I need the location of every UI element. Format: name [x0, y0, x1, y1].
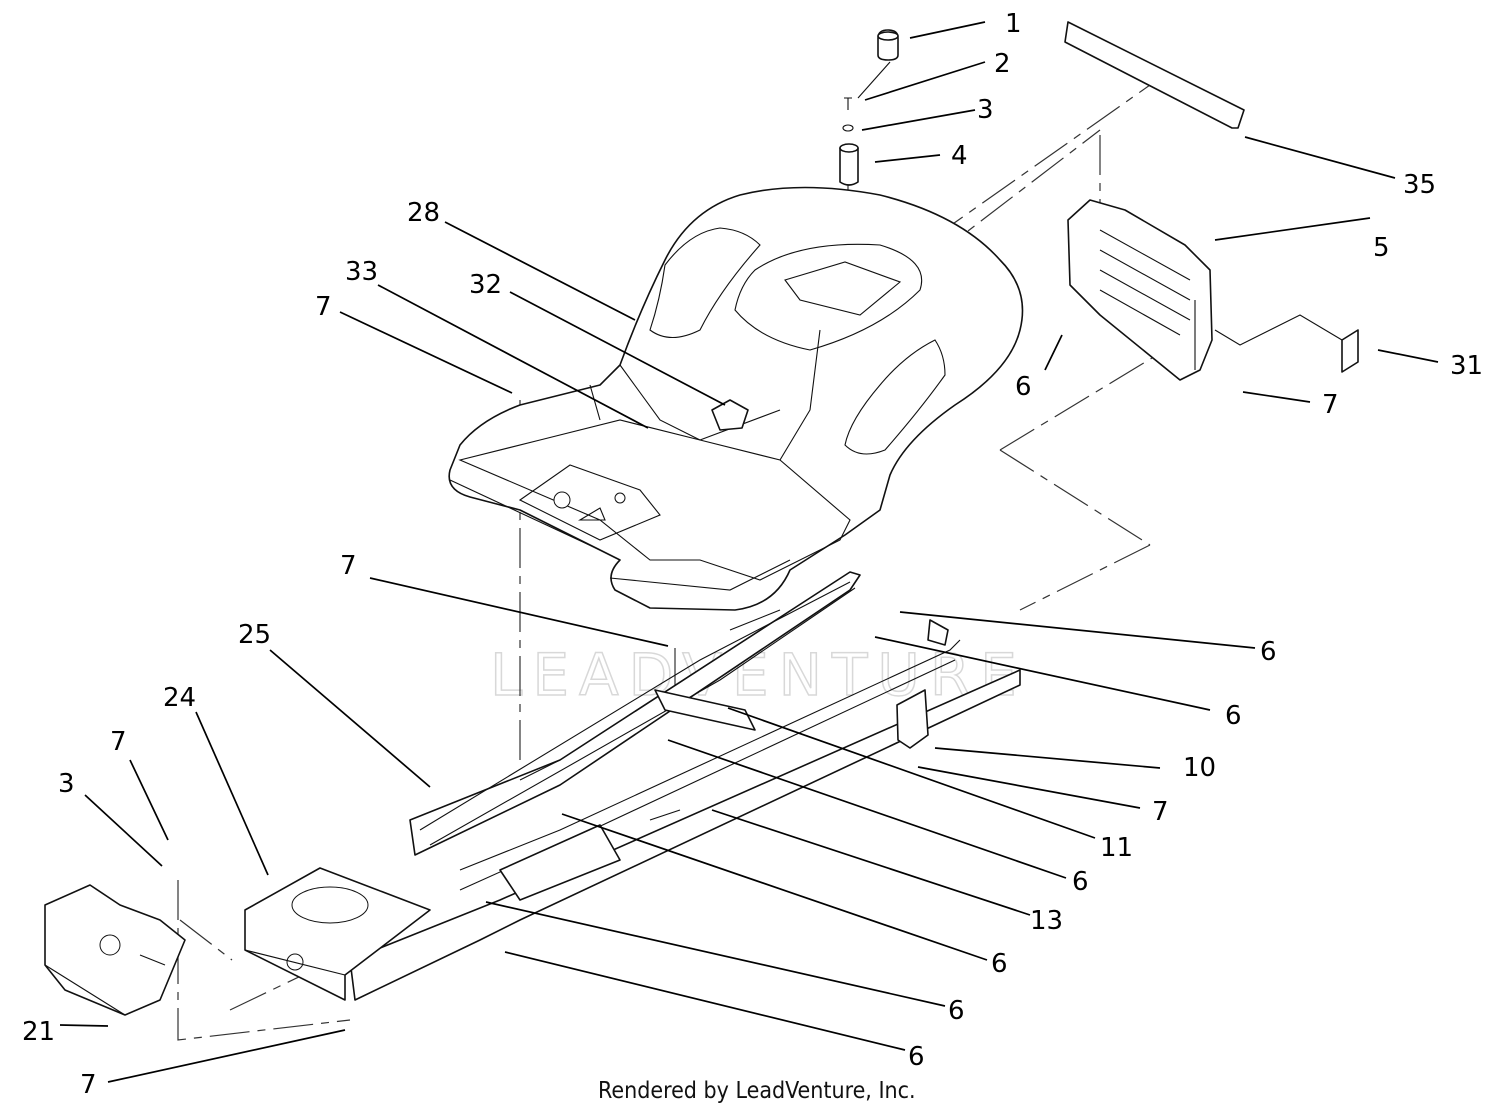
part-21: [44, 884, 186, 1016]
callout-5: 5: [1373, 233, 1390, 263]
callout-4: 4: [951, 141, 968, 171]
leader-lines: [59, 21, 1439, 1083]
callout-6: 6: [991, 949, 1008, 979]
callout-7: 7: [1152, 797, 1169, 827]
part-31-link: [1214, 314, 1343, 346]
callout-7: 7: [1322, 390, 1339, 420]
callout-21: 21: [22, 1017, 55, 1047]
callout-33: 33: [345, 257, 378, 287]
callout-6: 6: [1015, 372, 1032, 402]
part-24: [244, 867, 431, 1001]
parts-1-4: [839, 29, 899, 186]
callout-6: 6: [948, 996, 965, 1026]
callout-3: 3: [977, 95, 994, 125]
callout-31: 31: [1450, 351, 1483, 381]
credit-line: Rendered by LeadVenture, Inc.: [598, 1078, 916, 1104]
callout-6: 6: [1225, 701, 1242, 731]
callout-2: 2: [994, 49, 1011, 79]
callout-25: 25: [238, 620, 271, 650]
callout-32: 32: [469, 270, 502, 300]
callout-7: 7: [315, 292, 332, 322]
seat-pan: [448, 186, 1024, 611]
callout-13: 13: [1030, 906, 1063, 936]
frame: [349, 571, 1021, 1001]
callout-7: 7: [110, 727, 127, 757]
callout-6: 6: [1072, 867, 1089, 897]
callout-3: 3: [58, 769, 75, 799]
part-5: [1067, 199, 1213, 381]
callout-1: 1: [1005, 9, 1022, 39]
callouts: 1 2 3 4 35 5 28 33 32 7 6 31 7 7 25 6 24…: [22, 9, 1483, 1100]
callout-6: 6: [1260, 637, 1277, 667]
callout-7: 7: [340, 551, 357, 581]
part-10: [896, 689, 929, 749]
callout-6: 6: [908, 1042, 925, 1072]
callout-35: 35: [1403, 170, 1436, 200]
part-35: [1064, 21, 1245, 129]
part-31: [1341, 329, 1359, 373]
callout-24: 24: [163, 683, 196, 713]
callout-11: 11: [1100, 833, 1133, 863]
callout-7: 7: [80, 1070, 97, 1100]
part-32: [711, 399, 749, 431]
callout-10: 10: [1183, 753, 1216, 783]
callout-28: 28: [407, 198, 440, 228]
